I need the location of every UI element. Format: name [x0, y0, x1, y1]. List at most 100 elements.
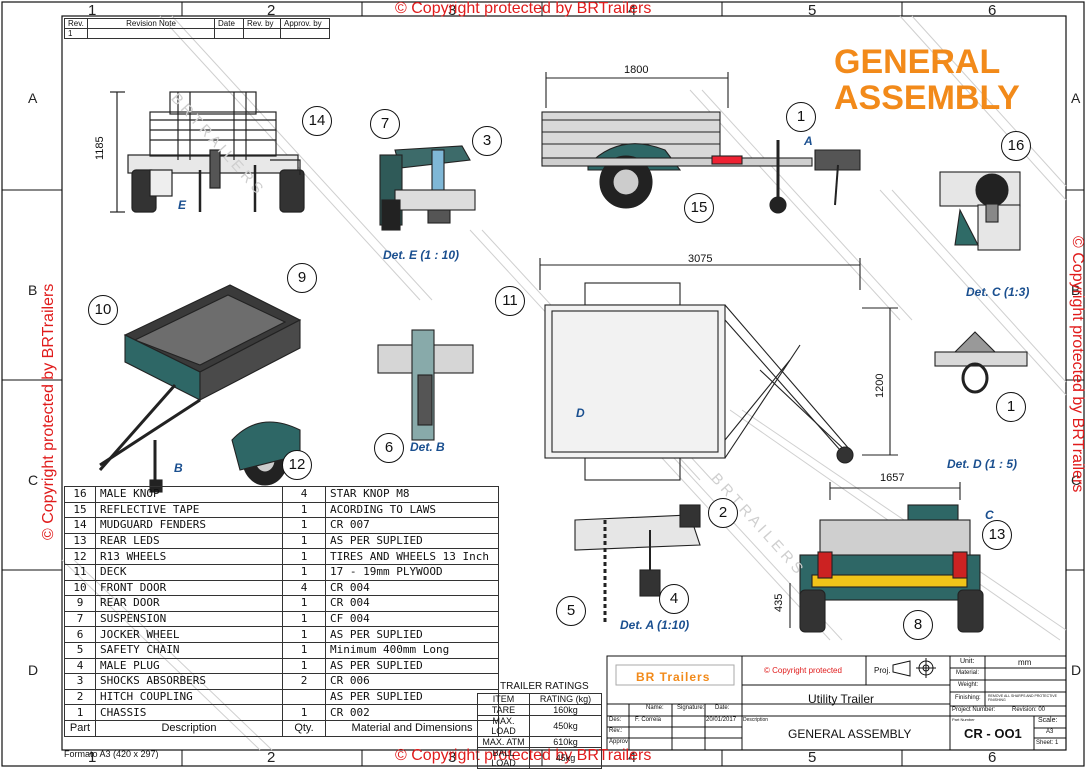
drawing-title: GENERAL ASSEMBLY [834, 43, 1020, 117]
table-cell: MALE PLUG [95, 657, 283, 675]
grid-number-bottom: 5 [808, 749, 817, 766]
callout-8: 8 [903, 610, 933, 640]
table-cell: AS PER SUPLIED [325, 657, 499, 675]
table-cell: MUDGUARD FENDERS [95, 517, 283, 534]
table-cell: CHASSIS [95, 704, 283, 721]
scale-label: Scale: [1038, 717, 1058, 724]
table-cell: REAR DOOR [95, 595, 283, 612]
approv-label: Approv: [609, 739, 630, 745]
callout-1: 1 [786, 102, 816, 132]
part-number-label: Part Number [952, 717, 975, 722]
table-cell: 1 [282, 548, 326, 565]
view-letter-a: A [804, 134, 813, 148]
table-cell: 15 [64, 501, 96, 519]
isometric-view [98, 284, 302, 493]
detail-e-label: Det. E (1 : 10) [383, 248, 460, 262]
table-cell: 10 [64, 579, 96, 597]
callout-6: 6 [374, 433, 404, 463]
dimension-length-top: 1800 [624, 64, 649, 76]
grid-letter-right: A [1071, 90, 1081, 106]
table-cell: Minimum 400mm Long [325, 641, 499, 659]
sheet-label: Sheet: 1 [1036, 740, 1059, 746]
grid-letter-right: D [1071, 662, 1082, 678]
table-cell: 1 [282, 657, 326, 675]
table-header-cell: Part [64, 719, 96, 737]
name-label: Name: [646, 705, 664, 711]
callout-1: 1 [996, 392, 1026, 422]
copyright-left: © Copyright protected by BRTrailers [40, 283, 57, 540]
table-cell: 12 [64, 548, 96, 565]
detail-d-drawing [934, 331, 1028, 394]
dimension-width-rear: 1657 [880, 472, 905, 484]
table-cell: 1 [282, 501, 326, 519]
table-cell: CR 004 [325, 579, 499, 597]
rear-view [789, 482, 984, 633]
proj-label: Proj. [874, 666, 891, 675]
table-cell: R13 WHEELS [95, 548, 283, 565]
signature-label: Signature: [677, 705, 705, 711]
table-cell: MALE KNOP [95, 486, 283, 503]
scale-value: A3 [1046, 729, 1054, 735]
view-letter-e: E [178, 198, 187, 212]
callout-12: 12 [282, 450, 312, 480]
callout-3: 3 [472, 126, 502, 156]
view-letter-d: D [576, 406, 585, 420]
finishing-label: Finishing: [955, 695, 981, 701]
table-cell: HITCH COUPLING [95, 688, 283, 706]
table-cell: FRONT DOOR [95, 579, 283, 597]
title-block-copyright: © Copyright protected [764, 666, 842, 675]
table-cell: 2 [282, 673, 326, 690]
table-cell: 1 [282, 563, 326, 581]
table-cell: 1 [282, 641, 326, 659]
des-label: Des: [609, 717, 622, 723]
revision-table: Rev. Revision Note Date Rev. by Approv. … [64, 18, 330, 39]
table-cell: SUSPENSION [95, 610, 283, 628]
detail-b-drawing [377, 329, 474, 441]
side-view [541, 72, 861, 214]
table-header-cell: Qty. [282, 719, 326, 737]
format-note: Formato A3 (420 x 297) [64, 749, 159, 759]
table-cell: 7 [64, 610, 96, 628]
table-cell: AS PER SUPLIED [325, 626, 499, 643]
ratings-title: TRAILER RATINGS [500, 681, 589, 692]
table-cell: SAFETY CHAIN [95, 641, 283, 659]
grid-number-top: 3 [448, 2, 457, 19]
table-cell: AS PER SUPLIED [325, 532, 499, 550]
table-cell: DECK [95, 563, 283, 581]
callout-7: 7 [370, 109, 400, 139]
table-cell: 16 [64, 486, 96, 503]
table-cell: 1 [282, 517, 326, 534]
des-name: F. Correia [635, 717, 662, 723]
revision-label: Revision: 00 [1012, 707, 1046, 713]
project-number-label: Project Number: [952, 707, 996, 713]
date-label: Date: [715, 705, 730, 711]
finishing-value: REMOVE ALL SHARPS AND PROTECTIVE FINISHI… [988, 694, 1057, 702]
table-header-cell: Material and Dimensions [325, 719, 499, 737]
grid-letter-right: B [1071, 282, 1081, 298]
unit-label: Unit: [960, 658, 975, 665]
table-cell: 1 [282, 626, 326, 643]
callout-2: 2 [708, 498, 738, 528]
des-date: 20/01/2017 [706, 717, 737, 723]
grid-number-bottom: 3 [448, 749, 457, 766]
table-cell: TIRES AND WHEELS 13 Inch [325, 548, 499, 565]
grid-letter-left: D [28, 662, 39, 678]
callout-5: 5 [556, 596, 586, 626]
detail-a-label: Det. A (1:10) [620, 618, 690, 632]
grid-number-bottom: 4 [628, 749, 637, 766]
material-label: Material: [956, 670, 980, 676]
table-cell: 9 [64, 595, 96, 612]
weight-label: Weight: [958, 682, 979, 688]
plan-view [539, 258, 898, 481]
table-cell: 14 [64, 517, 96, 534]
table-cell: 1 [282, 595, 326, 612]
part-number: CR - OO1 [964, 726, 1022, 741]
